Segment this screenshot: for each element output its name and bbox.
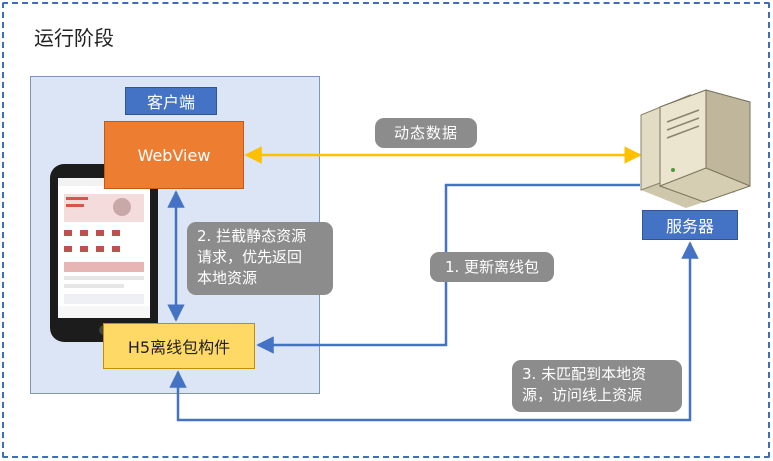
h5-offline-package-box: H5离线包构件	[103, 323, 255, 369]
server-label: 服务器	[642, 210, 738, 240]
intercept-caption: 2. 拦截静态资源 请求，优先返回 本地资源	[187, 222, 333, 295]
client-label: 客户端	[125, 87, 217, 115]
stage-title: 运行阶段	[34, 26, 114, 50]
dynamic-data-caption: 动态数据	[375, 118, 477, 148]
no-match-caption: 3. 未匹配到本地资 源，访问线上资源	[512, 360, 682, 412]
update-package-caption: 1. 更新离线包	[430, 252, 554, 282]
webview-box: WebView	[104, 121, 244, 189]
